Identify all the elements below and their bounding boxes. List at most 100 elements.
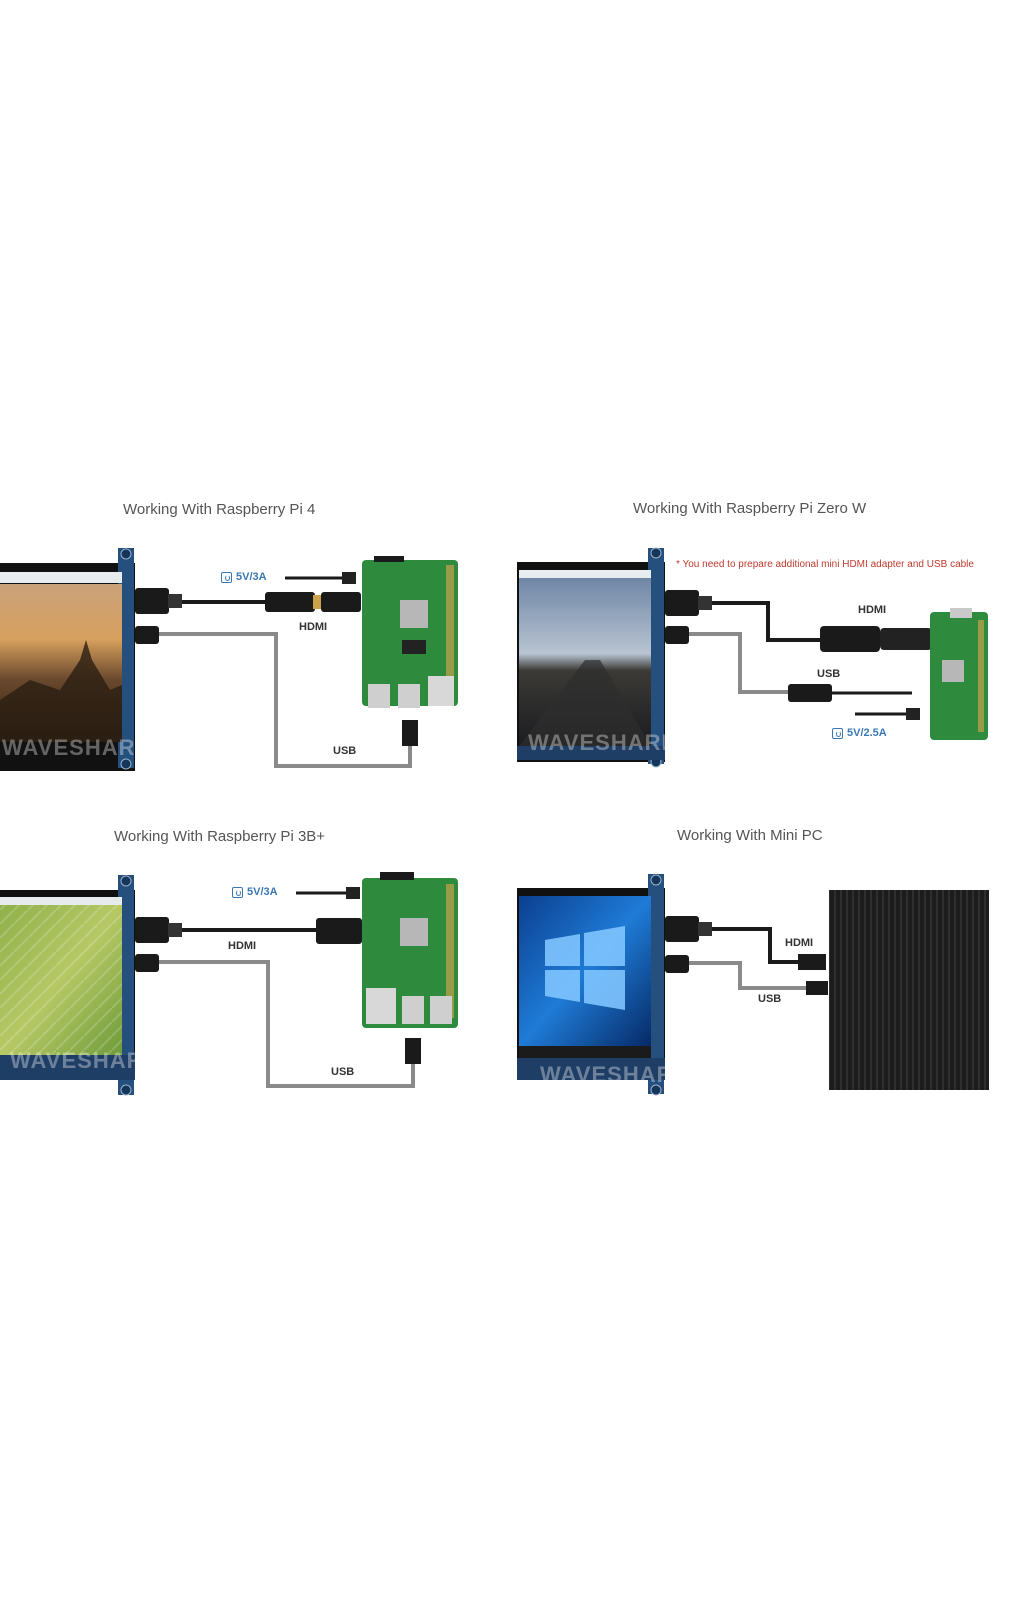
watermark-pi3: WAVESHARE	[10, 1048, 160, 1073]
usb-port	[665, 955, 689, 973]
mount-hole	[650, 547, 662, 559]
hdmi-port	[665, 916, 699, 942]
power-plug	[346, 887, 360, 899]
mount-hole	[650, 1084, 662, 1096]
power-label-zero: 5V/2.5A	[832, 727, 887, 739]
pagoda-silhouette	[0, 640, 122, 742]
mount-hole	[120, 548, 132, 560]
lcd-bottom-strip	[517, 1058, 665, 1080]
panel-pi3bplus	[0, 872, 458, 1096]
usb-block	[398, 684, 420, 708]
hdmi-adapter-2	[321, 592, 361, 612]
usb-port	[135, 954, 159, 972]
panel-title-pi4: Working With Raspberry Pi 4	[123, 501, 316, 518]
zero-soc	[942, 660, 964, 682]
soc-chip	[400, 918, 428, 946]
hdmi-port	[135, 588, 169, 614]
ram-chip	[402, 640, 426, 654]
panel-title-mini-pc: Working With Mini PC	[677, 827, 823, 844]
lcd-bottom-strip	[517, 746, 665, 760]
zero-header-pins	[978, 620, 984, 732]
hdmi-port	[665, 590, 699, 616]
board-top-edge	[380, 872, 414, 880]
watermark-minipc: WAVESHARE	[540, 1062, 690, 1087]
usb-otg-adapter	[788, 684, 832, 702]
mini-pc-case	[829, 890, 989, 1090]
power-icon	[221, 571, 232, 583]
mount-hole	[120, 1084, 132, 1096]
power-rating: 5V/2.5A	[847, 727, 887, 739]
zero-sd-slot	[950, 608, 972, 618]
hdmi-adapter	[265, 592, 315, 612]
raspberry-pi-4-board	[362, 560, 458, 706]
usb-label-zero: USB	[817, 668, 841, 680]
screen-taskbar	[0, 897, 122, 905]
soc-chip	[400, 600, 428, 628]
power-label-pi3: 5V/3A	[232, 886, 278, 898]
hdmi-plug	[168, 594, 182, 608]
power-icon	[832, 727, 843, 739]
ethernet-block	[428, 676, 454, 706]
hdmi-adapter	[820, 626, 880, 652]
power-icon	[232, 886, 243, 898]
panel-pi4	[0, 548, 458, 771]
windows-taskbar	[519, 1046, 651, 1058]
hdmi-label-minipc: HDMI	[785, 937, 814, 949]
usb-port	[665, 626, 689, 644]
power-rating: 5V/3A	[247, 886, 278, 898]
windows-logo	[545, 926, 625, 1010]
hdmi-cable	[712, 601, 822, 642]
watermark-pi4: WAVESHARE	[2, 735, 152, 760]
usb-plug-pc	[806, 981, 828, 995]
hdmi-plug	[168, 923, 182, 937]
hdmi-plug	[698, 596, 712, 610]
panel-pi-zero-w	[517, 547, 988, 768]
screen-taskbar	[0, 572, 122, 583]
hdmi-label-pi3: HDMI	[228, 940, 257, 952]
hdmi-port	[135, 917, 169, 943]
usb-cable	[159, 632, 412, 768]
usb-block	[368, 684, 390, 708]
usb-cable	[689, 632, 790, 694]
hdmi-cable	[712, 927, 800, 964]
usb-label-minipc: USB	[758, 993, 782, 1005]
usb-plug	[405, 1038, 421, 1064]
panel-mini-pc	[517, 874, 989, 1096]
screen-pattern	[0, 905, 122, 1055]
hdmi-connector	[316, 918, 362, 944]
ethernet-block	[366, 988, 396, 1024]
mount-hole	[120, 875, 132, 887]
power-rating: 5V/3A	[236, 571, 267, 583]
usb-block	[402, 996, 424, 1024]
hdmi-plug	[698, 922, 712, 936]
panel-title-pi3bplus: Working With Raspberry Pi 3B+	[114, 828, 326, 845]
usb-cable	[159, 960, 415, 1088]
mount-hole	[650, 874, 662, 886]
lcd-bottom-strip	[0, 1055, 135, 1080]
watermark-zero: WAVESHARE	[528, 730, 678, 755]
usb-block	[430, 996, 452, 1024]
hdmi-adapter-gold	[313, 595, 321, 609]
usb-port	[135, 626, 159, 644]
lcd-pcb-edge	[648, 874, 664, 1094]
usb-label-pi4: USB	[333, 745, 357, 757]
usb-cable	[689, 961, 808, 990]
adapter-note: * You need to prepare additional mini HD…	[676, 559, 974, 570]
screen-taskbar	[519, 570, 651, 578]
power-plug	[342, 572, 356, 584]
power-label-pi4: 5V/3A	[221, 571, 267, 583]
board-top-edge	[374, 556, 404, 562]
hdmi-label-zero: HDMI	[858, 604, 887, 616]
board-header-pins	[446, 565, 454, 697]
power-plug	[906, 708, 920, 720]
hdmi-label-pi4: HDMI	[299, 621, 328, 633]
lcd-pcb-edge	[648, 548, 664, 764]
panel-title-pi-zero-w: Working With Raspberry Pi Zero W	[633, 500, 867, 517]
mini-hdmi-adapter	[880, 628, 932, 650]
usb-label-pi3: USB	[331, 1066, 355, 1078]
mount-hole	[120, 758, 132, 770]
board-header-pins	[446, 884, 454, 1018]
road-perspective	[519, 660, 651, 746]
hdmi-plug-pc	[798, 954, 826, 970]
